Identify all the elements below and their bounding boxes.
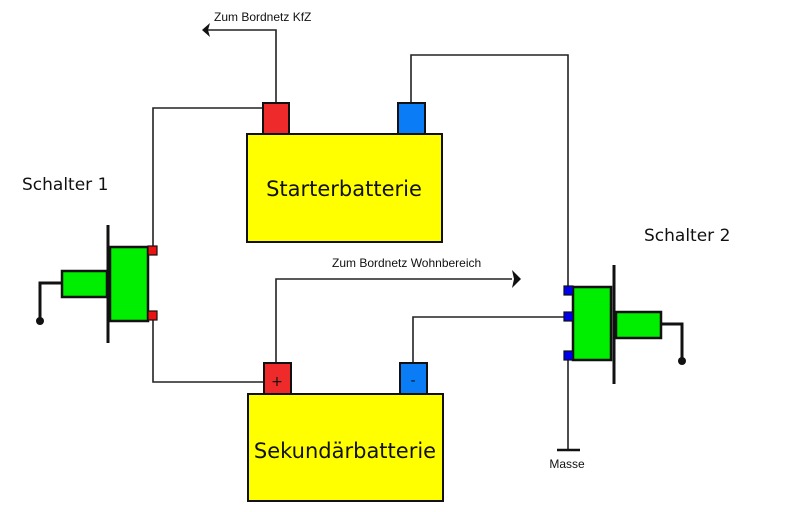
switch1-contact-top bbox=[147, 245, 158, 256]
starter-positive-terminal bbox=[262, 102, 290, 135]
switch2-lever bbox=[661, 322, 684, 360]
switch1-lever-knob bbox=[36, 317, 44, 325]
switch1-body bbox=[108, 245, 150, 323]
plus-label: + bbox=[271, 374, 283, 390]
switch1-label: Schalter 1 bbox=[22, 175, 108, 195]
secondary-negative-terminal bbox=[399, 362, 428, 395]
minus-label: - bbox=[410, 373, 415, 389]
wire-starter-plus-to-switch1 bbox=[152, 107, 262, 250]
switch1-actuator bbox=[60, 269, 109, 299]
switch1-lever bbox=[38, 281, 62, 320]
ground-label: Masse bbox=[549, 457, 585, 471]
switch2-contact-bottom bbox=[563, 350, 574, 361]
switch2-contact-middle bbox=[563, 311, 574, 322]
wire-starter-minus-to-switch2 bbox=[410, 54, 569, 288]
switch2-body bbox=[571, 285, 613, 362]
switch2-label: Schalter 2 bbox=[644, 226, 730, 246]
starter-negative-terminal bbox=[397, 102, 426, 135]
arrow-left-icon bbox=[202, 23, 210, 37]
secondary-battery-label: Sekundärbatterie bbox=[254, 439, 436, 463]
wire-starter-plus-to-vehicle bbox=[208, 29, 277, 103]
to-vehicle-grid-label: Zum Bordnetz KfZ bbox=[214, 10, 311, 24]
to-living-grid-label: Zum Bordnetz Wohnbereich bbox=[332, 256, 481, 270]
starter-battery bbox=[246, 133, 443, 243]
wire-switch1-to-secondary-plus bbox=[152, 318, 264, 383]
secondary-battery bbox=[247, 393, 444, 502]
switch2-actuator bbox=[614, 310, 663, 340]
switch2-lever-knob bbox=[678, 357, 686, 365]
switch1-contact-bottom bbox=[147, 310, 158, 321]
arrow-right-icon bbox=[512, 270, 521, 288]
switch2-contact-top bbox=[563, 285, 574, 296]
wire-secondary-plus-to-living bbox=[275, 278, 512, 363]
starter-battery-label: Starterbatterie bbox=[266, 177, 422, 201]
wire-secondary-minus-to-switch2 bbox=[412, 316, 566, 363]
